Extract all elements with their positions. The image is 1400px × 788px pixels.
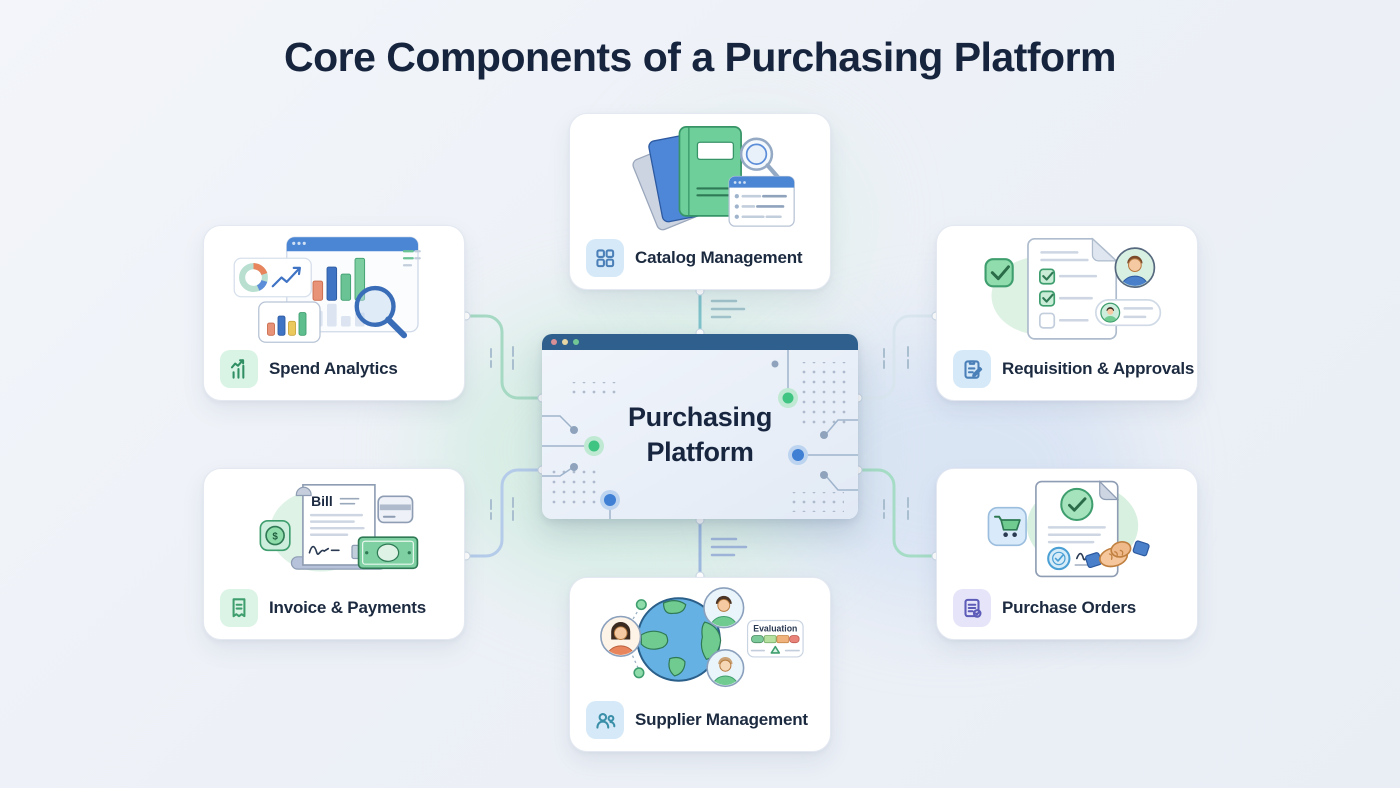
- window-title-bar: [542, 334, 858, 350]
- purchasing-platform-node: Purchasing Platform: [542, 334, 858, 519]
- svg-text:$: $: [272, 532, 278, 543]
- card-label-invoice-payments: Invoice & Payments: [269, 598, 427, 617]
- card-label-supplier-management: Supplier Management: [635, 710, 808, 729]
- requisition-approvals-illustration: [945, 232, 1189, 344]
- svg-text:Bill: Bill: [311, 493, 333, 509]
- green-dot: [573, 339, 579, 345]
- card-purchase-orders: Purchase Orders: [936, 468, 1198, 640]
- card-supplier-management: Evaluation Supplier Management: [569, 577, 831, 752]
- invoice-payments-illustration: Bill $: [212, 475, 456, 583]
- page-title: Core Components of a Purchasing Platform: [284, 34, 1117, 80]
- card-label-requisition-approvals: Requisition & Approvals: [1002, 359, 1195, 378]
- clipboard-pencil-icon: [953, 350, 991, 388]
- center-node-title-line2: Platform: [646, 436, 754, 467]
- card-label-catalog-management: Catalog Management: [635, 248, 803, 267]
- red-dot: [551, 339, 557, 345]
- center-node-title-line1: Purchasing: [627, 402, 773, 433]
- card-invoice-payments: Bill $: [203, 468, 465, 640]
- card-catalog-management: Catalog Management: [569, 113, 831, 290]
- card-requisition-approvals: Requisition & Approvals: [936, 225, 1198, 401]
- grid-apps-icon: [586, 239, 624, 277]
- card-spend-analytics: Spend Analytics: [203, 225, 465, 401]
- yellow-dot: [562, 339, 568, 345]
- circuit-decoration: [542, 350, 858, 519]
- card-label-spend-analytics: Spend Analytics: [269, 359, 398, 378]
- supplier-management-illustration: Evaluation: [578, 584, 822, 695]
- spend-analytics-illustration: [212, 232, 456, 344]
- bar-chart-growth-icon: [220, 350, 258, 388]
- catalog-management-illustration: [578, 120, 822, 233]
- card-label-purchase-orders: Purchase Orders: [1002, 598, 1137, 617]
- receipt-icon: [220, 589, 258, 627]
- document-badge-icon: [953, 589, 991, 627]
- svg-text:Evaluation: Evaluation: [753, 624, 797, 634]
- people-icon: [586, 701, 624, 739]
- purchase-orders-illustration: [945, 475, 1189, 583]
- center-node-title: Purchasing Platform: [542, 350, 858, 519]
